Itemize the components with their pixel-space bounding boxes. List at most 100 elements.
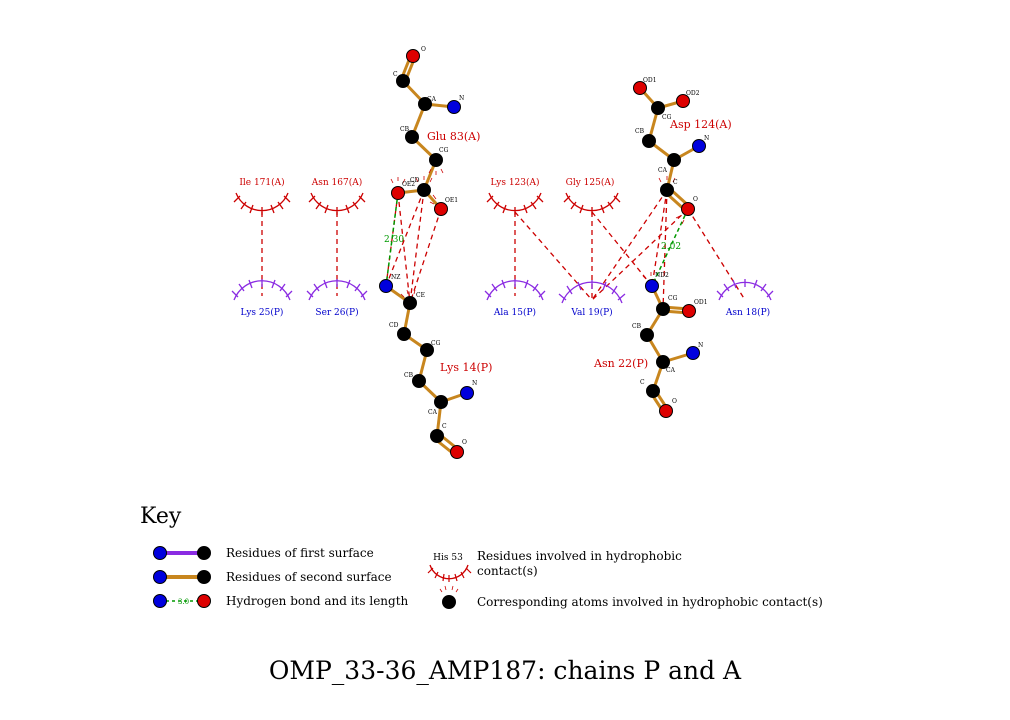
- atom-asn-o: [659, 404, 673, 418]
- key-nitrogen-atom: [153, 570, 167, 584]
- atom-lys-cd: [397, 327, 411, 341]
- key-hbond-label: Hydrogen bond and its length: [226, 594, 409, 608]
- atom-label: C: [442, 423, 447, 430]
- hydrophobic-label-asn18: Asn 18(P): [725, 307, 770, 318]
- atom-asn-cg: [656, 302, 670, 316]
- atom-label: CA: [658, 167, 668, 174]
- atom-label: NZ: [391, 274, 400, 281]
- atom-label: OE2: [402, 181, 415, 188]
- atom-asn-od1: [682, 304, 696, 318]
- atom-lys-nz: [379, 279, 393, 293]
- atom-label: CB: [632, 323, 642, 330]
- atom-glu-c: [396, 74, 410, 88]
- key-hydrophobic-residue-line2: contact(s): [477, 564, 538, 578]
- atom-glu-oe1: [434, 202, 448, 216]
- key-carbon-atom: [197, 570, 211, 584]
- residue-label-asp124: Asp 124(A): [669, 118, 732, 131]
- atom-label: O: [672, 398, 677, 405]
- atom-glu-cb: [405, 130, 419, 144]
- atom-glu-cd: [417, 183, 431, 197]
- atom-asn-nd2: [645, 279, 659, 293]
- key-second-surface-label: Residues of second surface: [226, 570, 392, 584]
- atom-label: CA: [427, 96, 437, 103]
- residue-label-asn22: Asn 22(P): [593, 357, 648, 370]
- atom-glu-ca: [418, 97, 432, 111]
- atom-label: CD: [410, 177, 420, 184]
- atom-contact-marks: [390, 168, 685, 298]
- atom-label: OD2: [686, 90, 700, 97]
- hydrophobic-label-gly125: Gly 125(A): [566, 177, 615, 188]
- atom-label: O: [693, 196, 698, 203]
- atom-label: CG: [431, 340, 441, 347]
- key-hydrophobic-arc-spokes: [427, 567, 472, 582]
- atom-label: N: [459, 95, 464, 102]
- atom-label: N: [698, 342, 703, 349]
- atom-asp-n: [692, 139, 706, 153]
- atom-glu-oe2: [391, 186, 405, 200]
- atom-label: C: [393, 71, 398, 78]
- hbond-length-2: 2.02: [661, 242, 681, 252]
- residue-label-lys14: Lys 14(P): [440, 361, 492, 374]
- atom-asp-o: [681, 202, 695, 216]
- atom-label: CG: [439, 147, 449, 154]
- atom-label: O: [462, 439, 467, 446]
- key-hydrophobic-sample-label: His 53: [433, 553, 463, 563]
- atom-label: CD: [389, 322, 399, 329]
- key-title: Key: [140, 504, 182, 529]
- hydrogen-bonds: [385, 192, 689, 287]
- atom-asn-cb: [640, 328, 654, 342]
- atom-label: C: [673, 179, 678, 186]
- key-hbond-sample-length: 3.0: [178, 598, 189, 606]
- atom-label: N: [704, 135, 709, 142]
- atom-label: CB: [404, 372, 414, 379]
- atom-asn-c: [646, 384, 660, 398]
- hydrophobic-label-ile171: Ile 171(A): [239, 177, 284, 188]
- key-hydrophobic-atoms-label: Corresponding atoms involved in hydropho…: [477, 595, 823, 609]
- atom-asp-ca: [667, 153, 681, 167]
- hydrophobic-label-ser26: Ser 26(P): [315, 307, 358, 318]
- hydrophobic-label-val19: Val 19(P): [570, 307, 612, 318]
- hydrophobic-label-lys123: Lys 123(A): [490, 177, 539, 188]
- residue-label-glu83: Glu 83(A): [427, 130, 480, 143]
- atom-asn-ca: [656, 355, 670, 369]
- atom-glu-n: [447, 100, 461, 114]
- atom-asp-od1: [633, 81, 647, 95]
- atom-label: CB: [635, 128, 645, 135]
- atom-label: ND2: [655, 272, 669, 279]
- atom-asp-c: [660, 183, 674, 197]
- atom-label: CG: [668, 295, 678, 302]
- atoms: [379, 49, 706, 459]
- atom-lys-c: [430, 429, 444, 443]
- hydrophobic-contact-lines: [261, 189, 746, 310]
- key-nitrogen-atom: [153, 594, 167, 608]
- atom-label: OE1: [445, 197, 458, 204]
- key-legend: Key Residues of first surface Residues o…: [140, 504, 823, 609]
- atom-lys-n: [460, 386, 474, 400]
- hydrophobic-label-ala15: Ala 15(P): [493, 307, 536, 318]
- atom-label: CA: [428, 409, 438, 416]
- atom-asp-od2: [676, 94, 690, 108]
- atom-label: CB: [400, 126, 410, 133]
- hydrophobic-arcs-red: [233, 192, 621, 215]
- key-nitrogen-atom: [153, 546, 167, 560]
- atom-label: OD1: [643, 77, 657, 84]
- atom-label: O: [421, 46, 426, 53]
- atom-label: CE: [416, 292, 425, 299]
- atom-label: CA: [666, 367, 676, 374]
- hydrophobic-arcs-purple: [231, 279, 774, 304]
- atom-lys-ca: [434, 395, 448, 409]
- atom-glu-o: [406, 49, 420, 63]
- key-hydrophobic-residue-line1: Residues involved in hydrophobic: [477, 549, 682, 563]
- atom-lys-o: [450, 445, 464, 459]
- atom-lys-cb: [412, 374, 426, 388]
- atom-lys-cg: [420, 343, 434, 357]
- atom-label: N: [472, 380, 477, 387]
- atom-label: C: [640, 379, 645, 386]
- atom-label: OD1: [694, 299, 708, 306]
- key-hydrophobic-atom-marks: [439, 585, 459, 593]
- key-hydrophobic-atom: [442, 595, 456, 609]
- atom-labels: O C CA N CB CG CD OE2 OE1 NZ CE CD CG CB…: [389, 46, 709, 446]
- key-carbon-atom: [197, 546, 211, 560]
- diagram-caption: OMP_33-36_AMP187: chains P and A: [269, 656, 742, 685]
